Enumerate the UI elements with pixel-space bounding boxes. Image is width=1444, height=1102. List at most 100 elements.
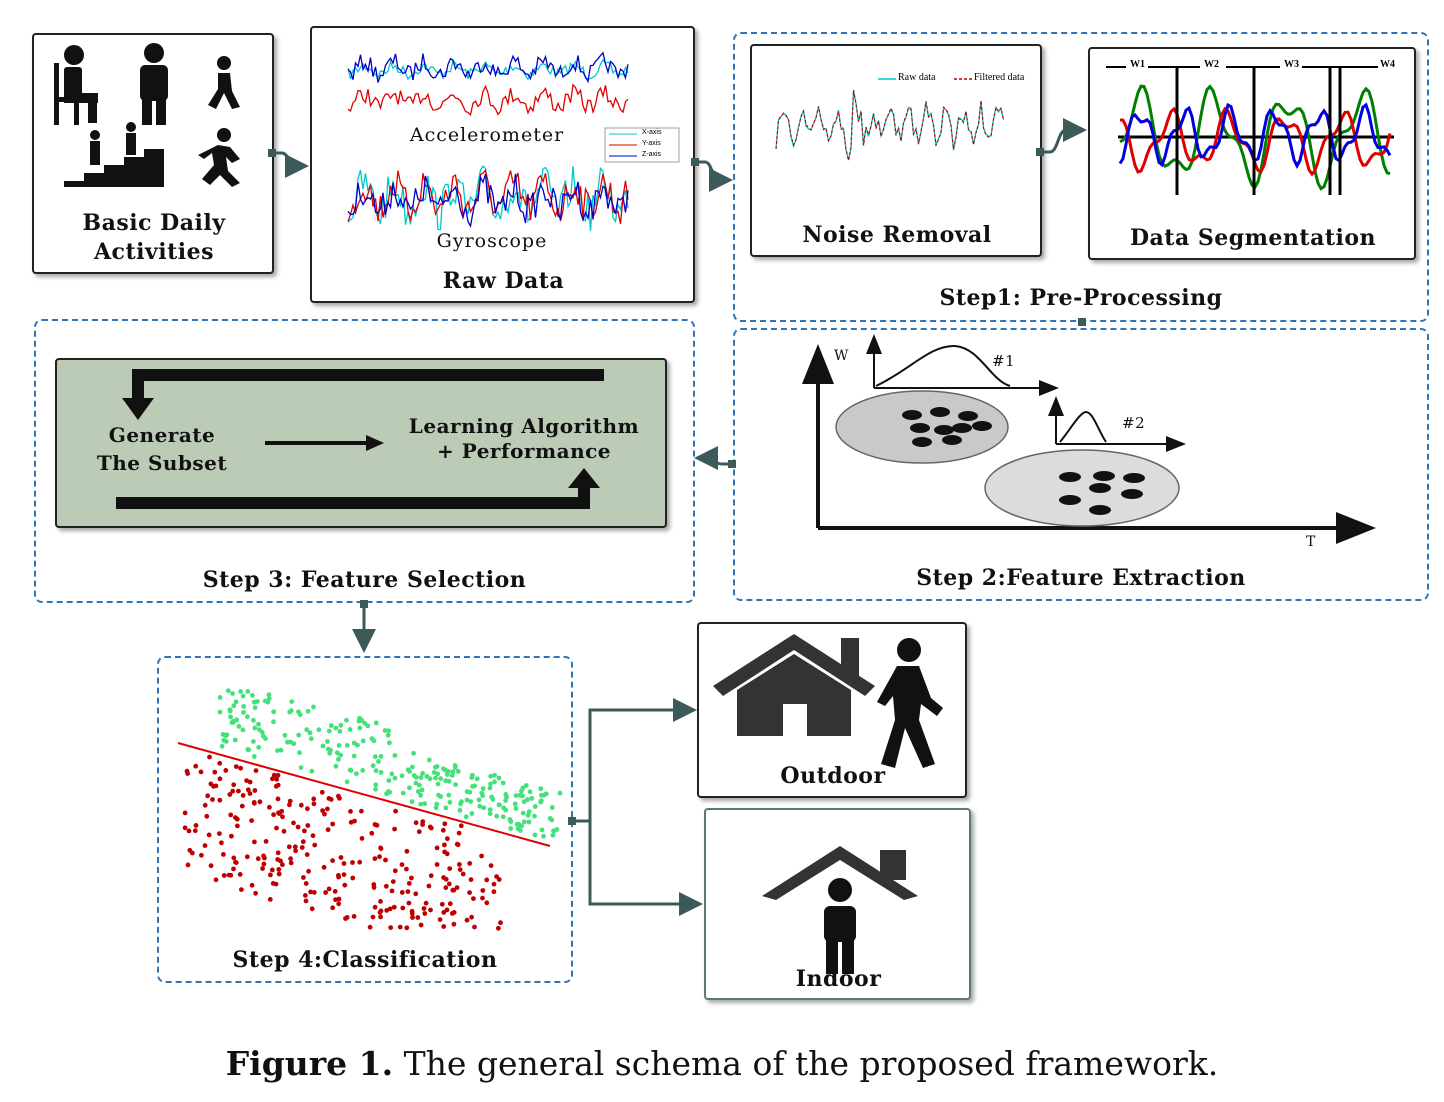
green-point — [360, 738, 366, 744]
red-point — [235, 823, 240, 829]
green-point — [435, 781, 441, 787]
green-point — [400, 790, 406, 796]
red-point — [231, 782, 237, 788]
w-axis-label: W — [834, 348, 849, 364]
green-point — [467, 789, 473, 795]
accelerometer-y-signal — [347, 83, 629, 117]
step1-title: Step1: Pre-Processing — [939, 285, 1223, 311]
red-point — [273, 783, 279, 789]
green-point — [245, 714, 250, 720]
gyroscope-label: Gyroscope — [436, 230, 548, 252]
green-point — [231, 719, 236, 725]
red-point — [330, 821, 336, 827]
red-point — [350, 860, 355, 865]
red-point — [409, 875, 414, 881]
green-point — [532, 832, 538, 838]
green-point — [221, 737, 227, 743]
red-point — [325, 806, 330, 812]
red-point — [413, 820, 419, 826]
activities-label-1: Basic Daily — [82, 210, 226, 236]
red-point — [332, 889, 338, 894]
green-point — [492, 772, 498, 778]
red-point — [443, 885, 449, 891]
red-point — [390, 879, 396, 884]
red-point — [303, 881, 309, 886]
green-point — [477, 803, 483, 809]
green-point — [240, 727, 246, 733]
red-point — [286, 844, 292, 850]
cluster-point — [930, 407, 950, 417]
indoor-label: Indoor — [795, 966, 882, 992]
red-point — [185, 771, 191, 776]
green-point — [385, 732, 391, 738]
red-point — [325, 827, 331, 833]
indoor-box: Indoor — [704, 808, 971, 1000]
green-point — [266, 696, 272, 702]
red-point — [484, 900, 490, 906]
green-point — [489, 794, 494, 800]
green-point — [251, 699, 257, 705]
green-point — [526, 819, 532, 825]
green-point — [513, 806, 519, 811]
green-point — [480, 793, 485, 799]
red-point — [491, 881, 497, 887]
green-point — [326, 728, 332, 734]
red-point — [418, 922, 424, 928]
stairs-person-icon — [64, 122, 164, 187]
green-point — [307, 730, 313, 736]
red-point — [326, 886, 332, 892]
cluster-point — [902, 410, 922, 420]
red-point — [434, 845, 440, 851]
green-point — [407, 769, 412, 774]
red-point — [496, 925, 501, 931]
class-red-points — [182, 754, 503, 931]
step4-title: Step 4:Classification — [232, 947, 498, 973]
indoor-icon — [762, 846, 918, 974]
legend-y: Y-axis — [642, 140, 661, 147]
green-point — [336, 743, 342, 748]
green-point — [386, 778, 392, 783]
green-point — [316, 727, 322, 733]
red-point — [269, 867, 275, 873]
red-point — [377, 910, 383, 915]
sitting-person-icon — [54, 45, 98, 125]
red-point — [182, 825, 188, 831]
green-point — [399, 773, 405, 779]
red-point — [276, 810, 281, 816]
green-point — [539, 792, 544, 798]
red-point — [338, 855, 344, 860]
red-point — [444, 851, 450, 857]
red-point — [450, 887, 456, 893]
red-point — [370, 914, 376, 920]
green-point — [351, 753, 357, 759]
green-point — [334, 750, 340, 756]
red-point — [397, 924, 403, 930]
green-point — [355, 742, 360, 748]
green-point — [386, 728, 392, 734]
green-point — [468, 799, 474, 804]
green-point — [527, 789, 533, 795]
loop-top-arrow — [132, 369, 604, 400]
red-point — [231, 866, 236, 872]
green-point — [480, 786, 486, 791]
red-point — [322, 811, 327, 817]
outdoor-icon — [713, 634, 943, 768]
peak-2-label: #2 — [1122, 414, 1146, 432]
generate-label-1: Generate — [108, 423, 216, 447]
peak-1-curve — [875, 344, 1011, 387]
red-point — [267, 897, 273, 902]
red-point — [193, 823, 199, 828]
green-point — [376, 759, 381, 764]
red-point — [378, 845, 383, 851]
red-point — [440, 827, 446, 833]
green-point — [453, 782, 458, 787]
green-point — [494, 813, 500, 819]
red-point — [392, 826, 397, 832]
cluster-point — [942, 435, 962, 445]
red-point — [388, 925, 394, 930]
green-point — [252, 705, 258, 711]
connector-to-outdoor — [588, 698, 697, 821]
red-point — [233, 764, 239, 769]
step3-title: Step 3: Feature Selection — [202, 567, 527, 593]
